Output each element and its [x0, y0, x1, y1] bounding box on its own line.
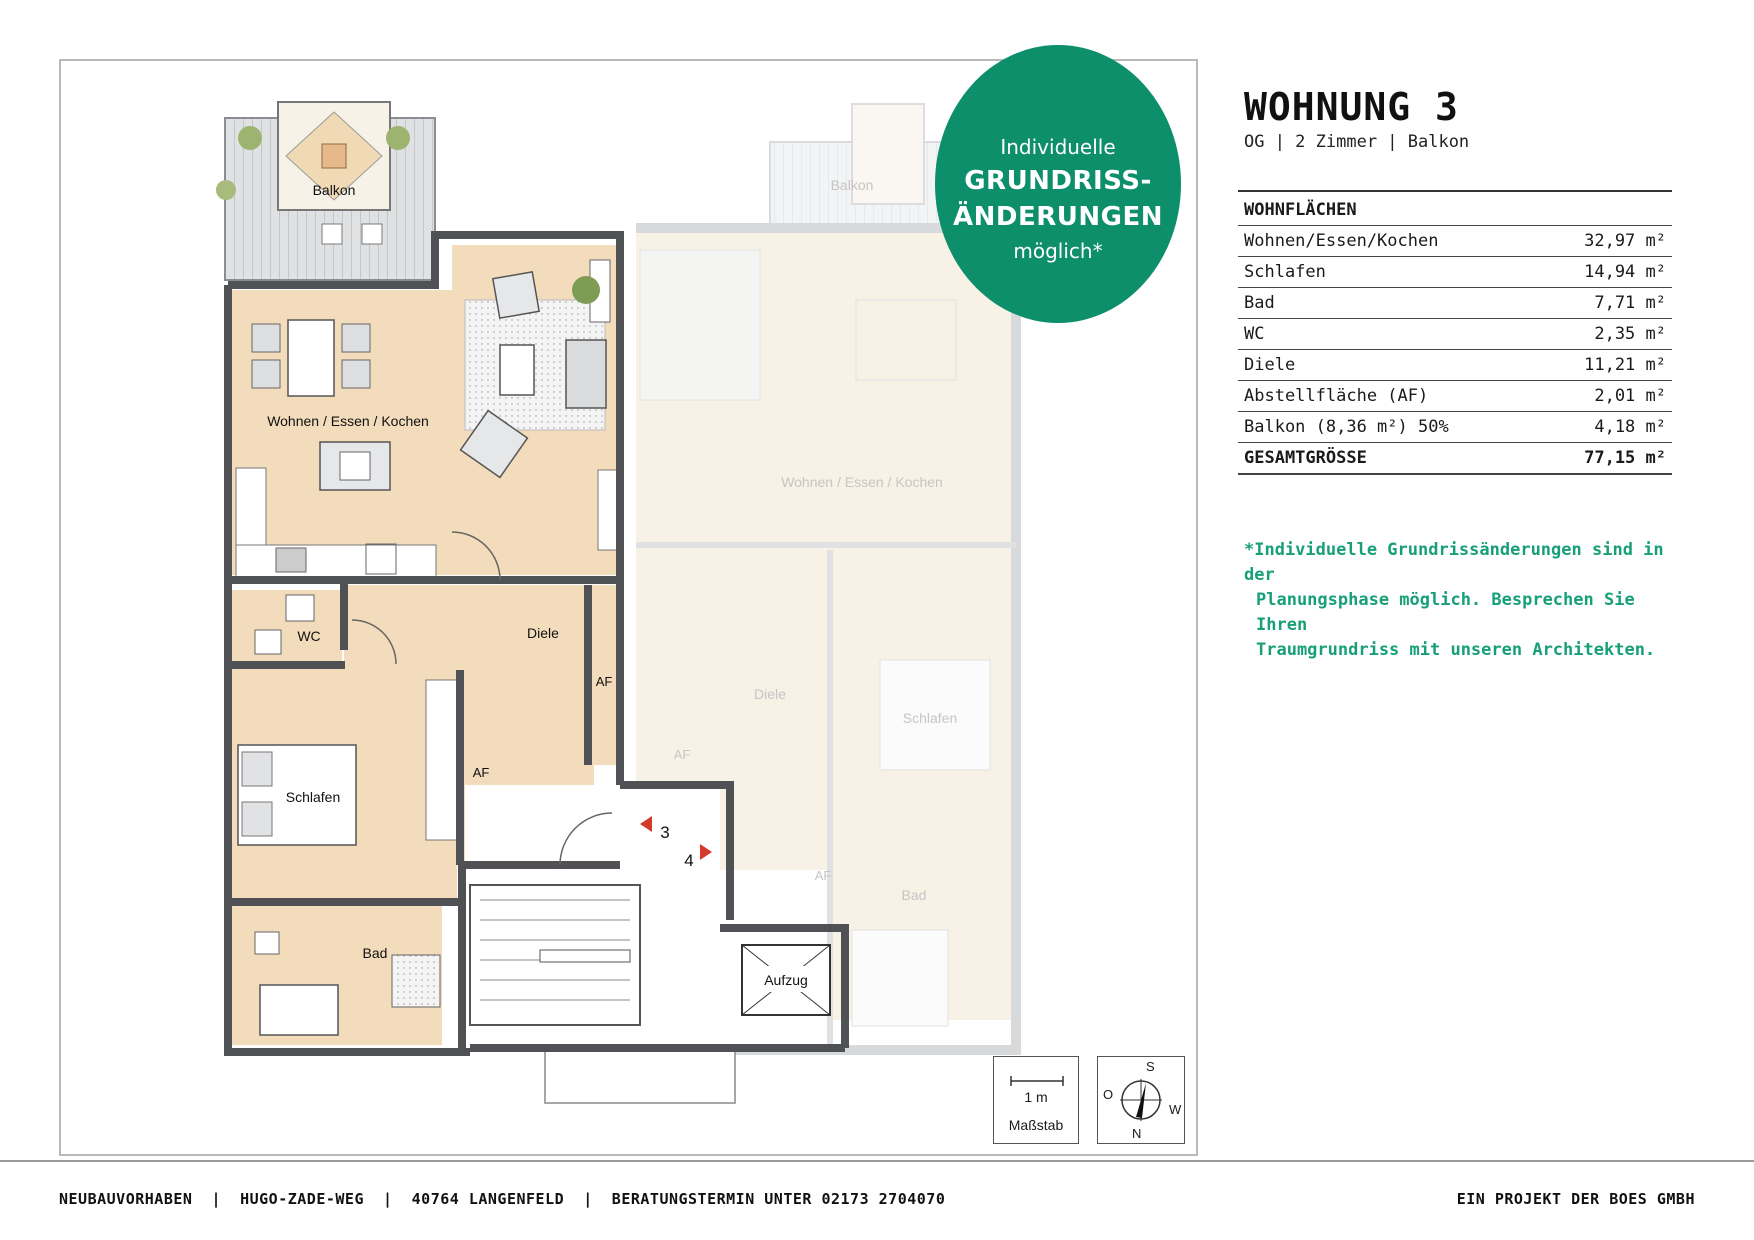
unit-markers: 3 4 [640, 816, 712, 870]
stairwell: Aufzug [469, 884, 831, 1104]
table-row: Bad 7,71 m² [1238, 286, 1672, 318]
unit-4-label: 4 [684, 851, 693, 870]
table-row: Abstellfläche (AF) 2,01 m² [1238, 379, 1672, 411]
apartment-header: WOHNUNG 3 OG | 2 Zimmer | Balkon [1244, 84, 1672, 152]
table-row: Schlafen 14,94 m² [1238, 255, 1672, 287]
room-labels: Wohnen / Essen / Kochen WC Diele AF AF S… [267, 413, 612, 961]
note-line-2: Planungsphase möglich. Besprechen Sie Ih… [1256, 590, 1635, 635]
schlafen-label: Schlafen [286, 789, 340, 805]
ghost-schlafen-label: Schlafen [903, 710, 957, 726]
ghost-balkon-label: Balkon [831, 177, 874, 193]
compass-o: O [1103, 1087, 1114, 1102]
floorplan-changes-badge: Individuelle GRUNDRISS- ÄNDERUNGEN mögli… [935, 45, 1181, 323]
unit-3-label: 3 [660, 823, 669, 842]
total-value: 77,15 m² [1540, 441, 1672, 475]
area-value: 32,97 m² [1540, 224, 1672, 256]
aufzug-label: Aufzug [764, 972, 808, 988]
af1-label: AF [596, 674, 613, 689]
compass-w: W [1169, 1102, 1182, 1117]
area-label: Diele [1238, 348, 1541, 380]
area-value: 7,71 m² [1540, 286, 1672, 318]
door-swings [351, 531, 613, 866]
note-line-1: *Individuelle Grundrissänderungen sind i… [1244, 540, 1664, 585]
area-label: WC [1238, 317, 1541, 349]
bad-label: Bad [363, 945, 388, 961]
table-row: Wohnen/Essen/Kochen 32,97 m² [1238, 224, 1672, 256]
scale-bar-icon [1010, 1076, 1064, 1086]
unit-3-arrow-icon [640, 816, 652, 832]
area-label: Abstellfläche (AF) [1238, 379, 1541, 411]
ghost-wohnen-label: Wohnen / Essen / Kochen [781, 474, 943, 490]
ghost-af2-label: AF [815, 868, 832, 883]
area-label: Bad [1238, 286, 1541, 318]
balkon-label: Balkon [313, 182, 356, 198]
badge-line-3: ÄNDERUNGEN [953, 202, 1163, 232]
table-row: Diele 11,21 m² [1238, 348, 1672, 380]
area-value: 2,35 m² [1540, 317, 1672, 349]
balcony: Balkon [216, 101, 436, 281]
apartment-subtitle: OG | 2 Zimmer | Balkon [1244, 132, 1470, 152]
area-label: Wohnen/Essen/Kochen [1238, 224, 1541, 256]
ghost-diele-label: Diele [754, 686, 786, 702]
badge-line-4: möglich* [1013, 239, 1103, 263]
compass: S N O W [1097, 1056, 1185, 1144]
ghost-bad-label: Bad [902, 887, 927, 903]
unit-4-arrow-icon [700, 844, 712, 860]
apartment-title: WOHNUNG 3 [1244, 85, 1459, 129]
badge-line-1: Individuelle [1000, 135, 1116, 159]
area-label: Balkon (8,36 m²) 50% [1238, 410, 1541, 442]
compass-rose-icon [1120, 1079, 1162, 1121]
table-row: WC 2,35 m² [1238, 317, 1672, 349]
ghost-af1-label: AF [674, 747, 691, 762]
scale-length: 1 m [1024, 1089, 1048, 1105]
af2-label: AF [473, 765, 490, 780]
diele-label: Diele [527, 625, 559, 641]
furniture [235, 259, 619, 1036]
compass-s: S [1146, 1059, 1155, 1074]
area-value: 4,18 m² [1540, 410, 1672, 442]
note-line-3: Traumgrundriss mit unseren Architekten. [1256, 640, 1656, 660]
floorplan-note: *Individuelle Grundrissänderungen sind i… [1244, 538, 1684, 663]
floor-plan: Balkon Wohnen / Essen / Kochen Diele AF … [216, 101, 1021, 1104]
living-area-table: WOHNFLÄCHEN Wohnen/Essen/Kochen 32,97 m²… [1238, 190, 1672, 475]
area-value: 2,01 m² [1540, 379, 1672, 411]
wc-label: WC [297, 628, 320, 644]
table-row: Balkon (8,36 m²) 50% 4,18 m² [1238, 410, 1672, 442]
total-row: GESAMTGRÖSSE 77,15 m² [1238, 441, 1672, 475]
badge-line-2: GRUNDRISS- [964, 166, 1152, 196]
footer-project-info: NEUBAUVORHABEN | HUGO-ZADE-WEG | 40764 L… [59, 1190, 946, 1208]
area-value: 11,21 m² [1540, 348, 1672, 380]
total-label: GESAMTGRÖSSE [1238, 441, 1541, 475]
footer-developer: EIN PROJEKT DER BOES GMBH [1456, 1190, 1695, 1208]
scale-legend: 1 m Maßstab [993, 1056, 1079, 1144]
neighbor-unit-ghost: Balkon Wohnen / Essen / Kochen Diele AF … [636, 103, 1021, 1055]
compass-n: N [1132, 1126, 1142, 1141]
wohnen-label: Wohnen / Essen / Kochen [267, 413, 429, 429]
walls [224, 231, 849, 1056]
area-table-header: WOHNFLÄCHEN [1244, 200, 1357, 221]
scale-label: Maßstab [1008, 1117, 1064, 1133]
area-value: 14,94 m² [1540, 255, 1672, 287]
area-label: Schlafen [1238, 255, 1541, 287]
footer-divider [0, 1160, 1754, 1162]
